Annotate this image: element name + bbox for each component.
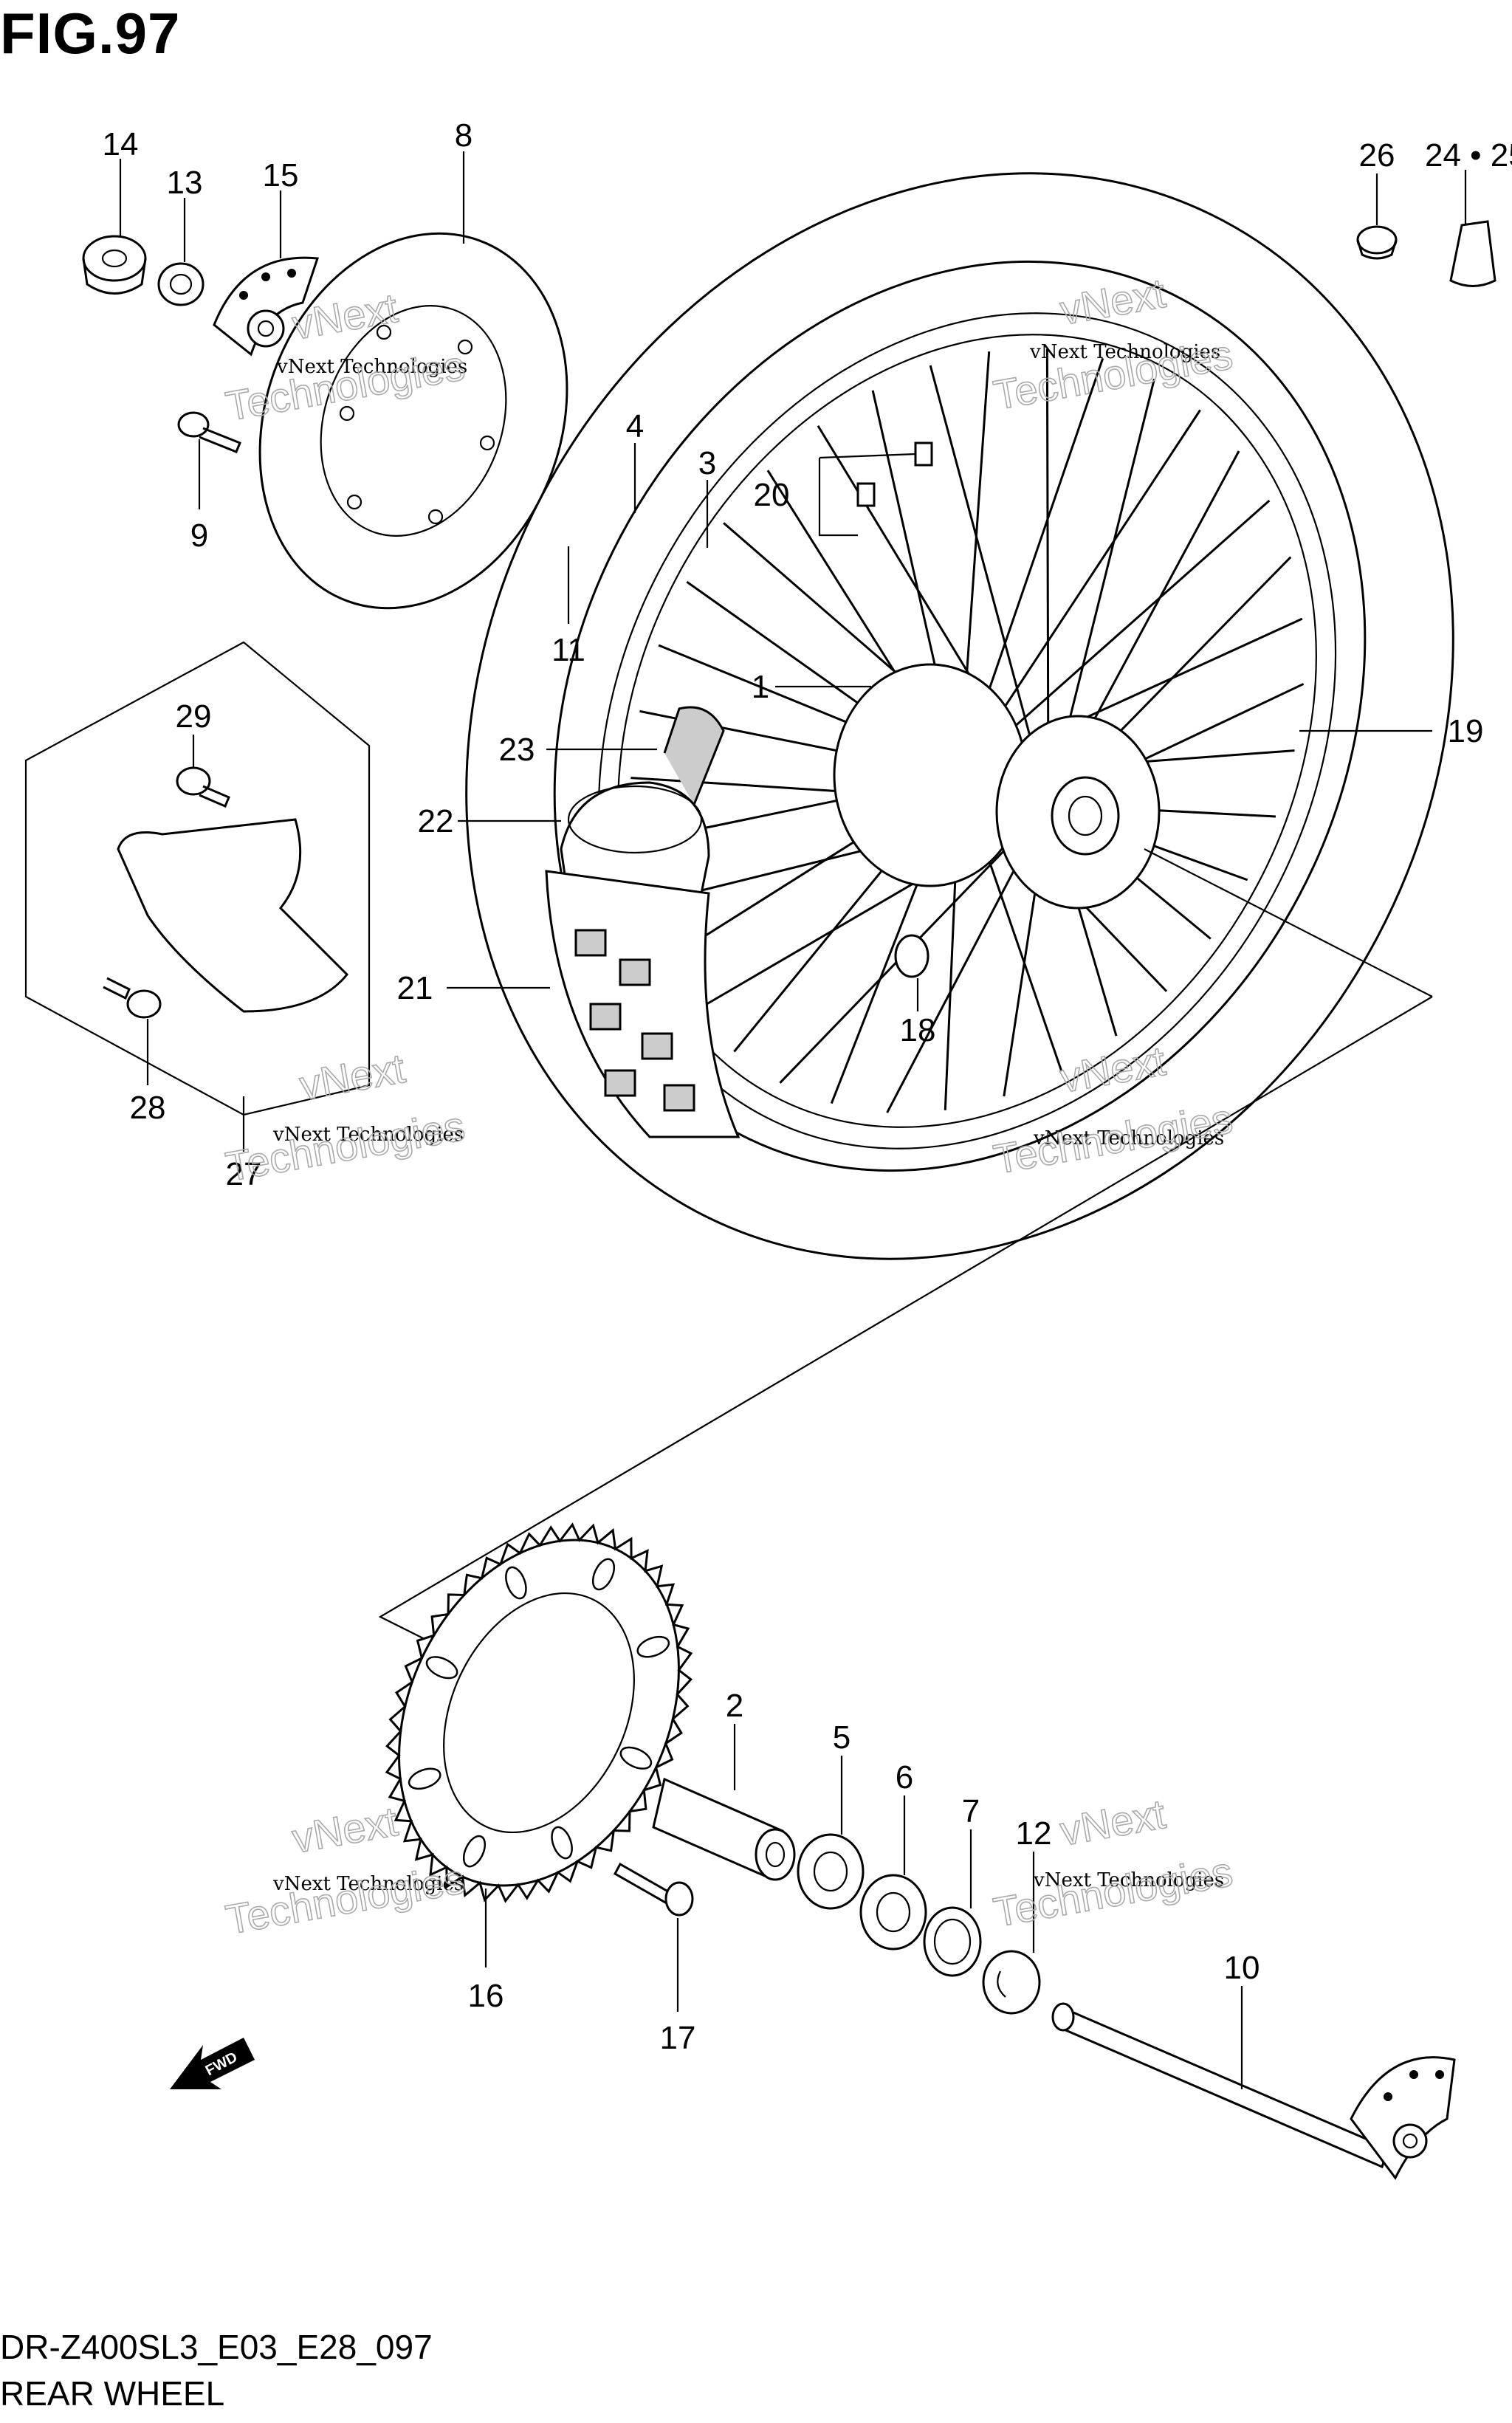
figure-caption: REAR WHEEL xyxy=(0,2374,225,2413)
sprocket-slot xyxy=(619,1746,653,1770)
sprocket-slot xyxy=(551,1826,573,1860)
valve-part-24-25[interactable] xyxy=(1449,220,1496,287)
watermark-small-4: vNext Technologies xyxy=(1033,1127,1224,1149)
callout-8: 8 xyxy=(455,117,472,154)
callout-18: 18 xyxy=(900,1012,936,1048)
bolt-part-17[interactable] xyxy=(613,1862,694,1917)
bolt-part-9[interactable] xyxy=(177,411,241,453)
callout-9: 9 xyxy=(190,518,208,554)
washer-part-13[interactable] xyxy=(157,262,205,306)
callout-13: 13 xyxy=(167,165,203,201)
hub-part-1[interactable] xyxy=(833,663,1161,910)
sprocket-slot xyxy=(425,1656,458,1680)
callout-20: 20 xyxy=(754,477,790,513)
callout-5: 5 xyxy=(833,1719,850,1756)
axle-part-10[interactable] xyxy=(1051,2002,1456,2180)
watermark-large-5a: vNext xyxy=(289,1798,401,1862)
assembly-guide-line xyxy=(378,996,1433,1640)
callout-6: 6 xyxy=(896,1759,913,1795)
bearing-part-6[interactable] xyxy=(859,1874,927,1951)
callout-12: 12 xyxy=(1016,1815,1052,1852)
forward-direction-arrow: FWD xyxy=(170,2038,255,2089)
callout-19: 19 xyxy=(1448,713,1484,749)
nut-part-14[interactable] xyxy=(82,235,147,295)
watermark-small-3: vNext Technologies xyxy=(272,1124,464,1146)
callout-24-25: 24 • 25 xyxy=(1425,137,1512,173)
bolt-part-28[interactable] xyxy=(103,977,162,1019)
watermark-large-3b: Technologies xyxy=(222,1102,468,1190)
watermark-large-3a: vNext xyxy=(296,1045,408,1109)
callout-3: 3 xyxy=(698,445,716,481)
sprocket-teeth xyxy=(385,1522,693,1903)
sprocket-part-16[interactable] xyxy=(346,1494,732,1931)
disc-cover-kit-part-27[interactable] xyxy=(24,641,371,1116)
sprocket-slot xyxy=(462,1835,487,1868)
sprocket-slot xyxy=(408,1767,441,1790)
callout-27: 27 xyxy=(226,1156,262,1192)
watermark-large-6b: Technologies xyxy=(990,1848,1236,1936)
spacer-part-2[interactable] xyxy=(652,1777,796,1881)
leader-lines xyxy=(119,151,1467,2089)
rim-part-19[interactable] xyxy=(456,183,1478,1278)
watermark-small-1: vNext Technologies xyxy=(276,356,467,378)
callout-11: 11 xyxy=(551,632,585,668)
sprocket-slot xyxy=(591,1558,616,1591)
callout-4: 4 xyxy=(626,408,644,444)
chain-adjuster-part-15[interactable] xyxy=(213,256,320,357)
tire-section-part-21[interactable] xyxy=(545,870,740,1138)
sprocket-slot xyxy=(505,1566,527,1600)
callout-28: 28 xyxy=(130,1090,166,1126)
watermark-large-5b: Technologies xyxy=(222,1855,468,1943)
watermark-small-6: vNext Technologies xyxy=(1033,1869,1224,1891)
callout-2: 2 xyxy=(726,1688,743,1724)
watermark-small-5: vNext Technologies xyxy=(272,1873,464,1895)
callout-7: 7 xyxy=(962,1793,980,1829)
callout-26: 26 xyxy=(1359,137,1395,173)
valve-cap-part-26[interactable] xyxy=(1356,225,1398,260)
callout-10: 10 xyxy=(1224,1950,1260,1986)
rim-band-part-22[interactable] xyxy=(560,781,710,908)
figure-title: FIG.97 xyxy=(0,1,181,66)
spacer-part-18[interactable] xyxy=(894,934,929,978)
tube-part-23[interactable] xyxy=(663,706,725,805)
callout-1: 1 xyxy=(752,669,769,705)
callout-23: 23 xyxy=(499,732,535,768)
callout-29: 29 xyxy=(176,698,212,735)
callout-14: 14 xyxy=(103,126,139,162)
oil-seal-part-7[interactable] xyxy=(923,1906,982,1977)
spacer-part-12[interactable] xyxy=(982,1950,1041,2015)
watermark-small-2: vNext Technologies xyxy=(1029,341,1220,363)
callout-labels: 14 13 15 8 9 4 3 11 20 26 24 • 25 1 19 2… xyxy=(103,117,1512,2056)
axle-guide-line xyxy=(1144,848,1433,997)
callout-15: 15 xyxy=(263,157,299,193)
model-code: DR-Z400SL3_E03_E28_097 xyxy=(0,2328,433,2366)
bearing-part-5[interactable] xyxy=(797,1833,865,1910)
callout-22: 22 xyxy=(418,803,454,839)
bolt-part-29[interactable] xyxy=(176,766,230,808)
spoke xyxy=(929,365,1050,805)
watermark-large-6a: vNext xyxy=(1056,1790,1169,1855)
callout-16: 16 xyxy=(468,1978,504,2014)
callout-17: 17 xyxy=(660,2020,696,2056)
brake-disc-part-8[interactable] xyxy=(209,190,618,651)
sprocket-slot xyxy=(636,1635,670,1658)
nipple-part-20[interactable] xyxy=(818,441,933,537)
callout-21: 21 xyxy=(397,970,433,1006)
